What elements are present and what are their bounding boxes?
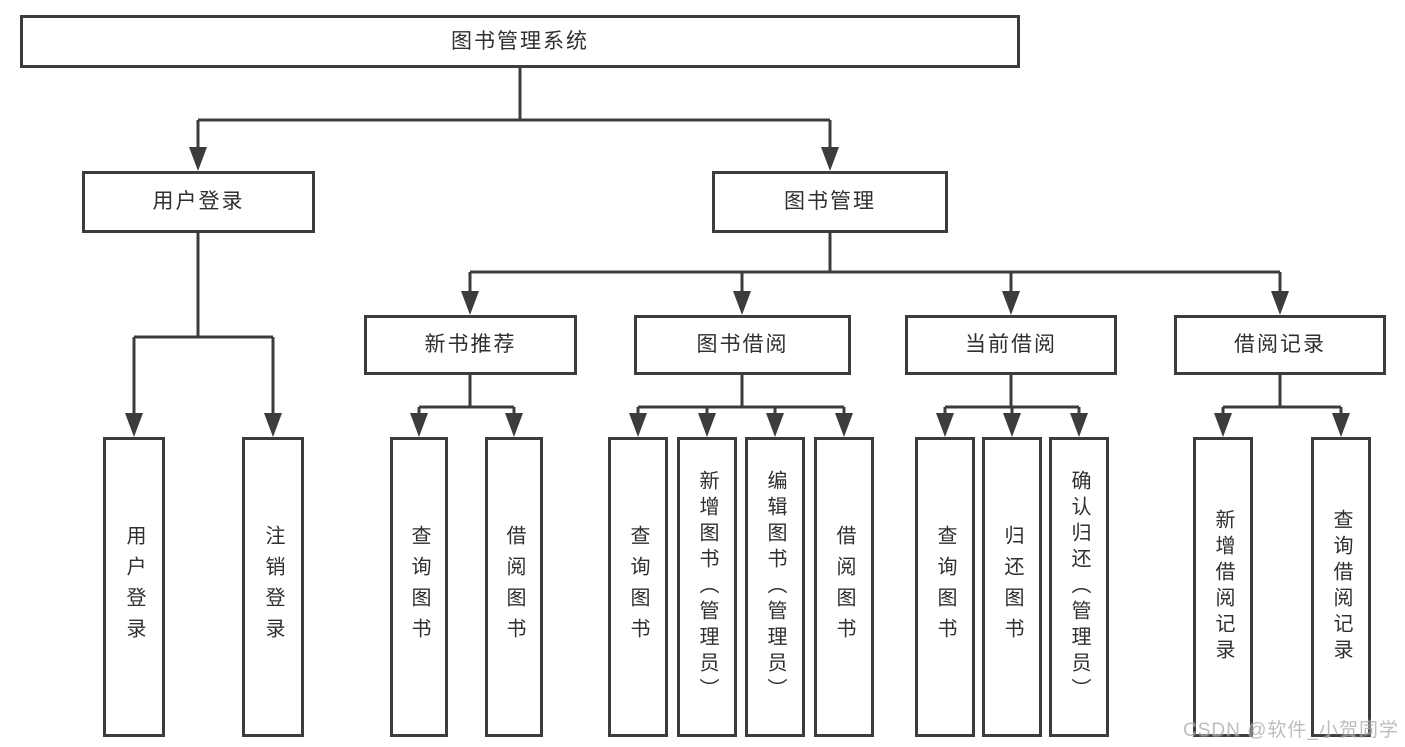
leaf-cb-return-books: 归还图书 [982,437,1042,737]
node-current-borrowing: 当前借阅 [905,315,1117,375]
node-root: 图书管理系统 [20,15,1020,68]
leaf-nbr-borrow-books: 借阅图书 [485,437,543,737]
leaf-bb-add-books-admin: 新增图书（管理员） [677,437,737,737]
leaf-logout: 注销登录 [242,437,304,737]
node-book-management: 图书管理 [712,171,948,233]
leaf-bb-query-books: 查询图书 [608,437,668,737]
node-borrowing-records: 借阅记录 [1174,315,1386,375]
leaf-br-query-record: 查询借阅记录 [1311,437,1371,737]
leaf-cb-confirm-return-admin: 确认归还（管理员） [1049,437,1109,737]
leaf-bb-edit-books-admin: 编辑图书（管理员） [745,437,805,737]
node-new-book-recommend: 新书推荐 [364,315,577,375]
node-book-borrowing: 图书借阅 [634,315,851,375]
leaf-nbr-query-books: 查询图书 [390,437,448,737]
node-user-login-group: 用户登录 [82,171,315,233]
leaf-cb-query-books: 查询图书 [915,437,975,737]
leaf-br-add-record: 新增借阅记录 [1193,437,1253,737]
leaf-bb-borrow-books: 借阅图书 [814,437,874,737]
leaf-user-login: 用户登录 [103,437,165,737]
